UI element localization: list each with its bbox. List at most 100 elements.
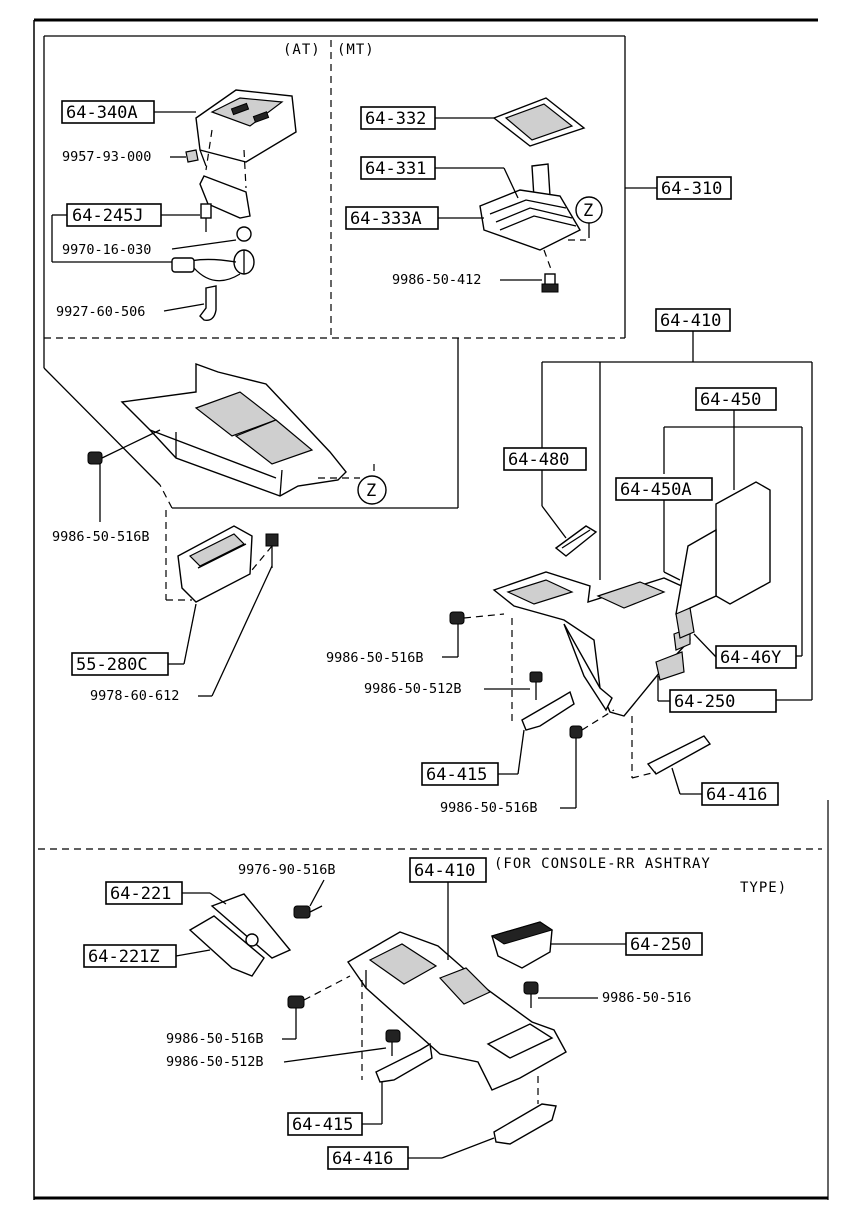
svg-text:64-331: 64-331 [365, 159, 426, 179]
label-64-415-lower: 64-415 [287, 1082, 383, 1136]
lower-screw-9986-50-516B [287, 975, 351, 1009]
svg-text:64-410: 64-410 [660, 311, 721, 331]
label-55-280C: 55-280C [71, 603, 197, 676]
lower-screw-9986-50-512B [385, 1029, 401, 1056]
svg-text:64-245J: 64-245J [72, 206, 144, 226]
label-64-450A: 64-450A [615, 477, 713, 581]
svg-text:9986-50-512B: 9986-50-512B [364, 681, 462, 697]
svg-text:9986-50-516B: 9986-50-516B [166, 1031, 264, 1047]
label-9957-93-000: 9957-93-000 [62, 149, 186, 165]
label-64-480: 64-480 [503, 447, 587, 539]
svg-text:64-250: 64-250 [630, 935, 691, 955]
svg-text:9957-93-000: 9957-93-000 [62, 149, 151, 165]
z-marker-bottom: Z [318, 464, 387, 505]
svg-text:9986-50-516B: 9986-50-516B [326, 650, 424, 666]
label-9986-50-512B-lower: 9986-50-512B [166, 1047, 387, 1070]
screw-9986-50-516B-b [449, 611, 505, 657]
lower-cover-64-221 [188, 893, 292, 977]
label-9986-50-516: 9986-50-516 [538, 990, 691, 1006]
svg-text:64-250: 64-250 [674, 692, 735, 712]
svg-text:64-46Y: 64-46Y [720, 648, 781, 668]
svg-text:64-221Z: 64-221Z [88, 947, 160, 967]
at-harness-clip [199, 285, 217, 321]
svg-text:64-221: 64-221 [110, 884, 171, 904]
mt-screw [541, 273, 559, 293]
bracket-64-415 [511, 618, 575, 731]
svg-text:Z: Z [583, 201, 593, 221]
screw-9986-50-516B-c [569, 709, 615, 796]
label-64-416-upper: 64-416 [671, 767, 779, 806]
lower-ashtray-64-250 [490, 921, 554, 969]
label-9927-60-506: 9927-60-506 [56, 303, 205, 320]
svg-text:64-450: 64-450 [700, 390, 761, 410]
svg-text:9986-50-516B: 9986-50-516B [52, 529, 150, 545]
label-9986-50-512B: 9986-50-512B [364, 681, 530, 697]
svg-text:Z: Z [366, 481, 376, 501]
svg-text:9986-50-516B: 9986-50-516B [440, 800, 538, 816]
svg-text:64-416: 64-416 [332, 1149, 393, 1169]
svg-text:64-332: 64-332 [365, 109, 426, 129]
svg-text:64-416: 64-416 [706, 785, 767, 805]
svg-text:9970-16-030: 9970-16-030 [62, 242, 151, 258]
label-9978-60-612: 9978-60-612 [90, 565, 273, 704]
label-64-415-upper: 64-415 [421, 729, 525, 786]
clip-9957 [185, 149, 199, 163]
svg-text:64-333A: 64-333A [350, 209, 422, 229]
lower-screw-9976 [293, 905, 323, 919]
svg-text:64-340A: 64-340A [66, 103, 138, 123]
svg-text:64-450A: 64-450A [620, 480, 692, 500]
label-64-245J: 64-245J [51, 203, 200, 263]
lower-rear-console [346, 931, 567, 1091]
mat-64-480 [554, 525, 598, 557]
label-9970-16-030: 9970-16-030 [62, 239, 237, 258]
lower-screw-9986-50-516 [523, 981, 539, 1008]
label-64-416-lower: 64-416 [327, 1137, 495, 1170]
z-marker-top: Z [575, 196, 603, 238]
mt-boot-plate [492, 97, 586, 147]
at-bulb-socket [171, 226, 255, 282]
mt-header: (MT) [337, 42, 375, 58]
label-64-410-upper: 64-410 [541, 308, 813, 701]
label-9986-50-516B-a: 9986-50-516B [52, 529, 150, 545]
armrest-lid-64-450 [675, 481, 771, 639]
label-64-250-lower: 64-250 [550, 932, 703, 956]
label-9986-50-516B-b: 9986-50-516B [326, 650, 458, 666]
svg-text:64-410: 64-410 [414, 861, 475, 881]
label-64-410-lower: 64-410 [409, 857, 487, 960]
svg-text:64-310: 64-310 [661, 179, 722, 199]
label-64-250-upper: 64-250 [657, 676, 777, 713]
lower-bracket-64-415 [361, 980, 433, 1083]
screw-9986-50-512B [529, 671, 543, 700]
ashtray-note-line2: TYPE) [740, 880, 787, 896]
lower-bracket-64-416 [493, 1076, 557, 1145]
label-64-332: 64-332 [360, 106, 494, 130]
bracket-55-280C [165, 510, 253, 603]
bracket-64-416 [631, 716, 712, 779]
label-64-221: 64-221 [105, 881, 227, 905]
screw-9986-50-516B-a [87, 429, 161, 522]
ashtray-note-line1: (FOR CONSOLE-RR ASHTRAY [494, 856, 711, 872]
at-header: (AT) [283, 42, 321, 58]
label-64-221Z: 64-221Z [83, 944, 211, 968]
svg-text:64-415: 64-415 [426, 765, 487, 785]
svg-text:9986-50-512B: 9986-50-512B [166, 1054, 264, 1070]
svg-text:9986-50-516: 9986-50-516 [602, 990, 691, 1006]
label-64-450: 64-450 [663, 387, 803, 657]
svg-text:55-280C: 55-280C [76, 655, 148, 675]
label-9976-90-516B: 9976-90-516B [238, 862, 336, 907]
svg-text:64-415: 64-415 [292, 1115, 353, 1135]
label-64-310: 64-310 [625, 176, 732, 200]
svg-text:9986-50-412: 9986-50-412 [392, 272, 481, 288]
label-9986-50-516B-c: 9986-50-516B [440, 796, 577, 816]
rear-console-body [492, 571, 691, 717]
label-64-331: 64-331 [360, 156, 519, 199]
label-64-46Y: 64-46Y [693, 633, 797, 669]
svg-text:9976-90-516B: 9976-90-516B [238, 862, 336, 878]
screw-9978-60-612 [251, 533, 279, 571]
svg-text:9978-60-612: 9978-60-612 [90, 688, 179, 704]
at-bracket [199, 129, 251, 219]
label-64-333A: 64-333A [345, 206, 484, 230]
at-selector-panel [195, 89, 297, 167]
mt-shift-boot [479, 163, 586, 273]
